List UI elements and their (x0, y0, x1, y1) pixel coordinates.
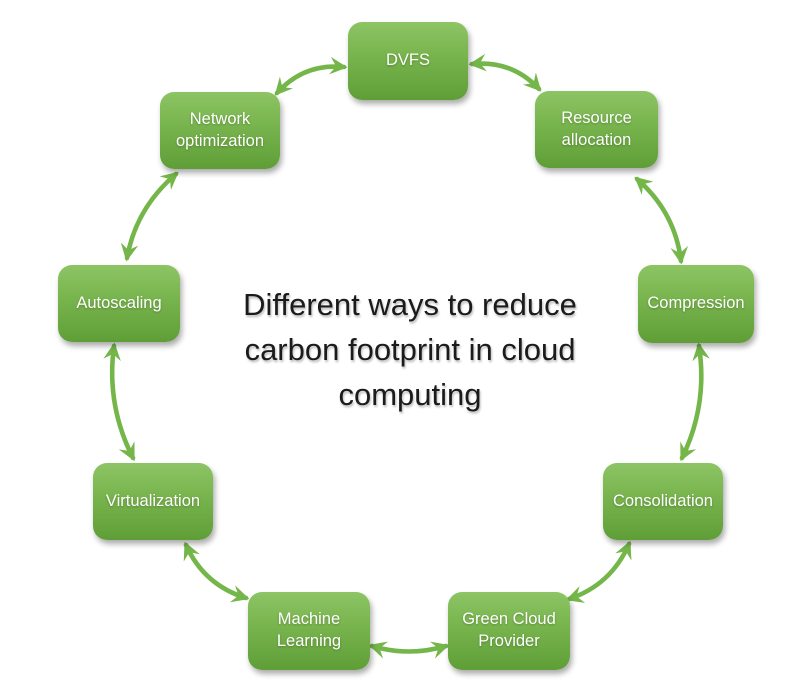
arrow-resource-allocation-compression (634, 176, 689, 265)
node-virtualization: Virtualization (93, 463, 213, 540)
diagram-title: Different ways to reduce carbon footprin… (243, 287, 577, 412)
node-dvfs: DVFS (348, 22, 468, 100)
arrow-machine-learning-virtualization (183, 541, 250, 603)
arrow-dvfs-resource-allocation (468, 53, 542, 92)
node-network-optimization: Network optimization (160, 92, 280, 169)
arrow-compression-consolidation (679, 342, 710, 462)
node-compression: Compression (638, 265, 754, 343)
node-green-cloud-provider: Green Cloud Provider (448, 592, 570, 670)
node-machine-learning: Machine Learning (248, 592, 370, 670)
arrow-green-cloud-provider-machine-learning (368, 641, 450, 659)
arrow-virtualization-autoscaling (103, 342, 136, 462)
node-autoscaling: Autoscaling (58, 265, 180, 342)
arrow-consolidation-green-cloud-provider (565, 540, 632, 603)
arrow-autoscaling-network-optimization (120, 171, 179, 262)
node-consolidation: Consolidation (603, 463, 723, 540)
node-resource-allocation: Resource allocation (535, 91, 658, 168)
arrow-network-optimization-dvfs (274, 56, 348, 96)
